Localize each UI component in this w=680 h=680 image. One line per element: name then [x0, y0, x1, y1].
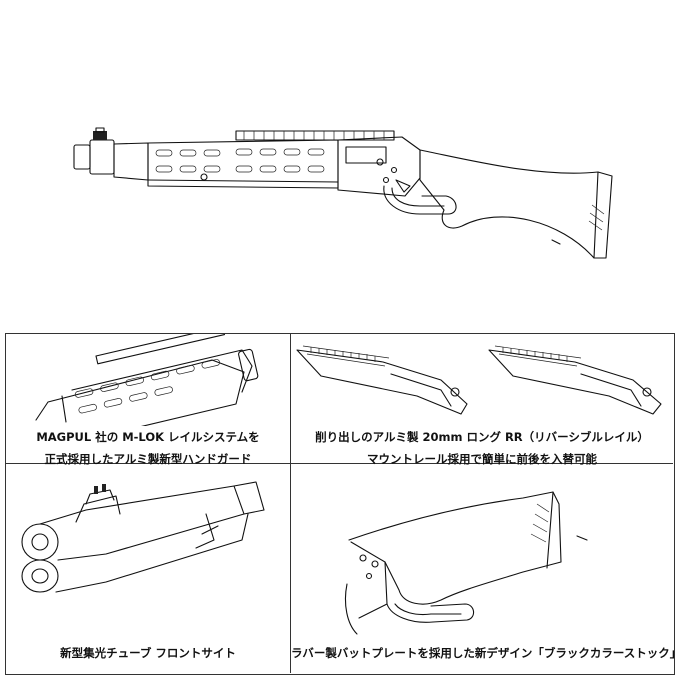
rail-panel: 削り出しのアルミ製 20mm ロング RR（リバーシブルレイル） マウントレール… — [291, 334, 673, 466]
stock-panel: ラバー製バットプレートを採用した新デザイン「ブラックカラーストック」 — [291, 464, 680, 673]
rail-caption: 削り出しのアルミ製 20mm ロング RR（リバーシブルレイル） マウントレール… — [291, 426, 673, 470]
handguard-caption-line-1: MAGPUL 社の M-LOK レイルシステムを — [36, 430, 260, 444]
front-sight-caption: 新型集光チューブ フロントサイト — [6, 642, 290, 664]
handguard-panel: MAGPUL 社の M-LOK レイルシステムを 正式採用したアルミ製新型ハンド… — [6, 334, 291, 466]
front-sight-illustration — [21, 481, 265, 593]
front-sight-panel: 新型集光チューブ フロントサイト — [6, 464, 291, 673]
handguard-caption: MAGPUL 社の M-LOK レイルシステムを 正式採用したアルミ製新型ハンド… — [6, 426, 290, 470]
rail-caption-line-1: 削り出しのアルミ製 20mm ロング RR（リバーシブルレイル） — [315, 430, 649, 444]
rifle-illustration — [0, 0, 680, 330]
feature-grid: MAGPUL 社の M-LOK レイルシステムを 正式採用したアルミ製新型ハンド… — [5, 333, 680, 675]
stock-caption-line-1: ラバー製バットプレートを採用した新デザイン「ブラックカラーストック」 — [291, 646, 680, 660]
rail-closeup-illustration — [296, 345, 662, 415]
rail-caption-line-2: マウントレール採用で簡単に前後を入替可能 — [367, 452, 597, 466]
stock-illustration — [344, 491, 588, 635]
front-sight-caption-line-1: 新型集光チューブ フロントサイト — [60, 646, 236, 660]
stock-caption: ラバー製バットプレートを採用した新デザイン「ブラックカラーストック」 — [291, 642, 680, 664]
handguard-closeup-illustration — [35, 334, 259, 426]
handguard-caption-line-2: 正式採用したアルミ製新型ハンドガード — [44, 452, 252, 466]
